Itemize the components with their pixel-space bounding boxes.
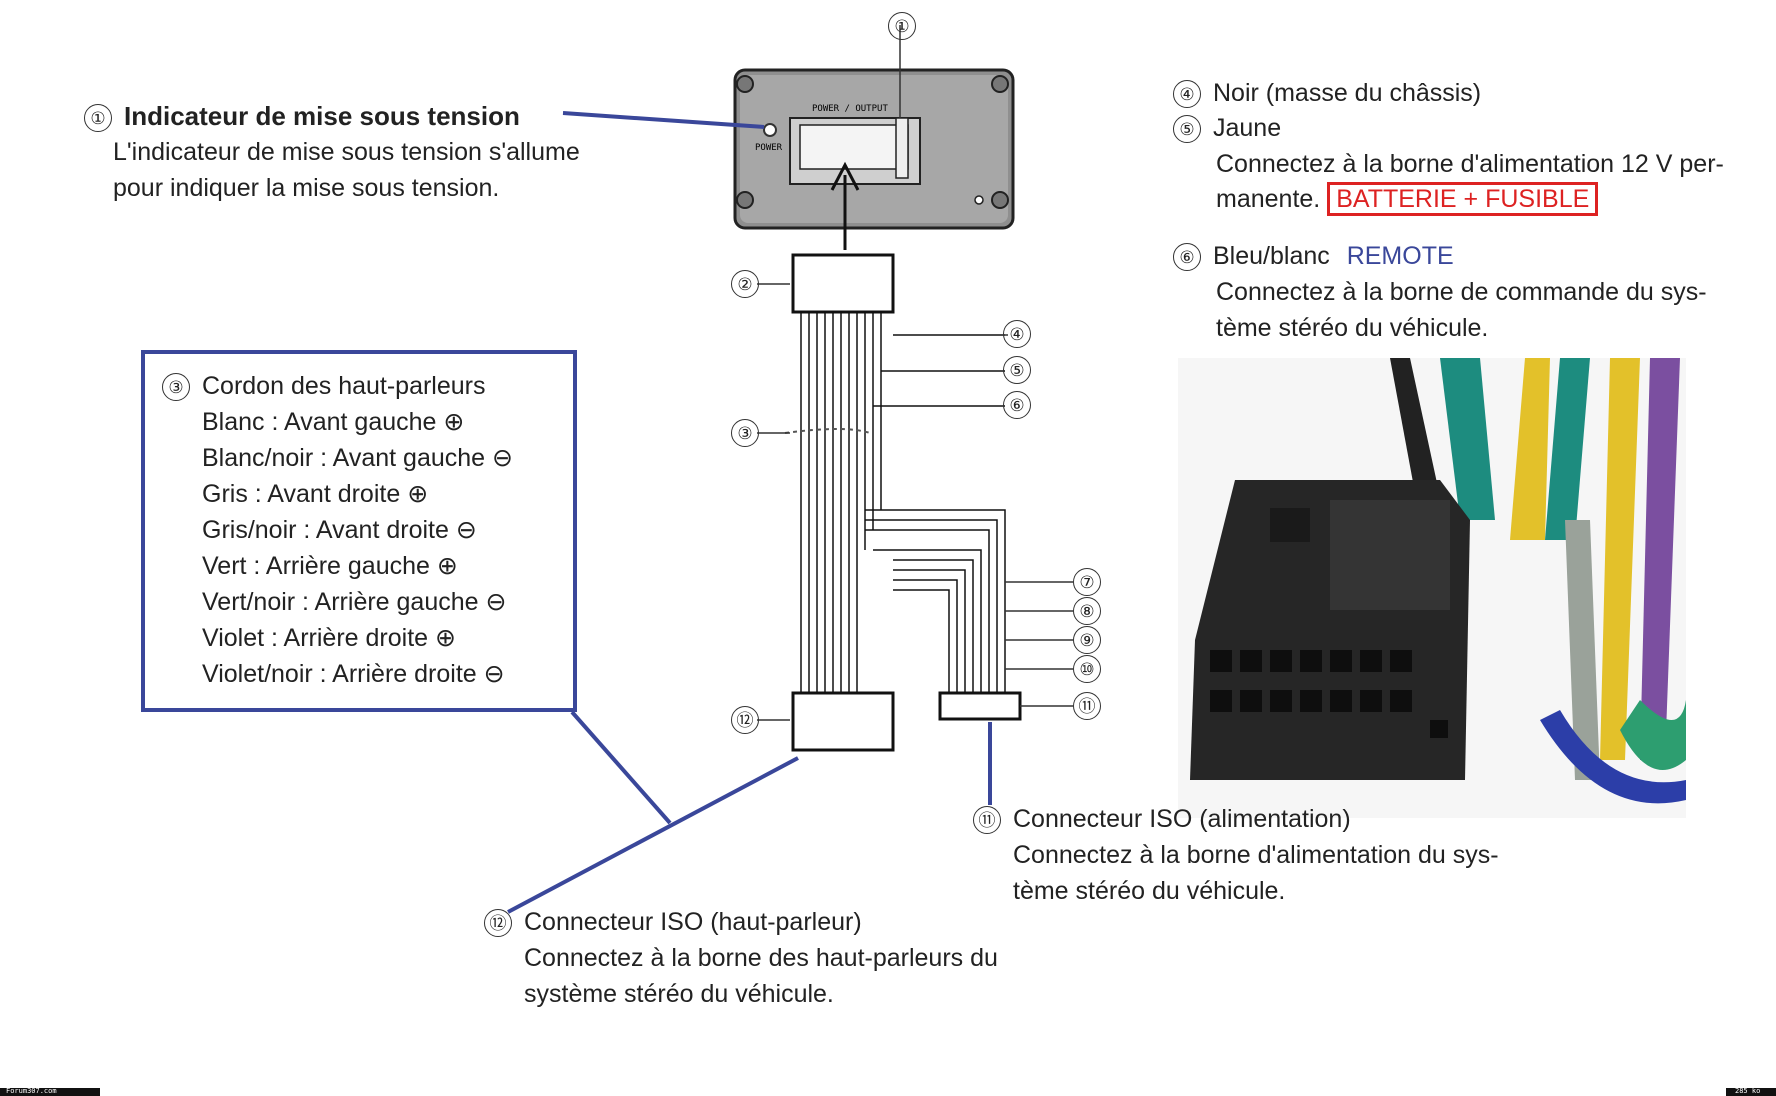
speaker-item: Blanc : Avant gauche ⊕ [202,408,465,436]
blue-annotation-lines [507,111,992,914]
callout-12: ⑫ [731,706,759,734]
footer-right-text: 285 ko [1735,1087,1761,1095]
speaker-item: Violet : Arrière droite ⊕ [202,624,456,652]
wire-blue-desc-2: tème stéréo du véhicule. [1216,314,1489,342]
callout-2: ② [731,270,759,298]
power-indicator-heading: ① Indicateur de mise sous tension [84,98,520,135]
iso-speaker-title: Connecteur ISO (haut-parleur) [524,908,862,936]
speaker-item: Vert : Arrière gauche ⊕ [202,552,458,580]
power-number: ① [84,104,112,133]
wire-5-number: ⑤ [1173,115,1201,144]
speaker-item: Gris/noir : Avant droite ⊖ [202,516,477,544]
callout-5: ⑤ [1003,356,1031,384]
iso-speaker-heading: ⑫ Connecteur ISO (haut-parleur) [484,904,862,940]
speaker-heading: ③ Cordon des haut-parleurs [162,368,486,404]
wire-yellow-desc-2: manente. [1216,185,1321,213]
power-title: Indicateur de mise sous tension [124,101,520,131]
amplifier-device [733,68,1015,230]
speaker-list: Blanc : Avant gauche ⊕ Blanc/noir : Avan… [202,404,513,692]
speaker-cable-box [141,350,577,712]
wire-6-number: ⑥ [1173,243,1201,272]
power-desc-2: pour indiquer la mise sous tension. [113,174,500,202]
connector-2 [791,253,895,314]
speaker-item: Vert/noir : Arrière gauche ⊖ [202,588,507,616]
arrow-head [830,161,860,191]
footer-right-bar [1726,1088,1776,1096]
wire-yellow-heading: ⑤ Jaune [1173,110,1281,146]
speaker-item: Violet/noir : Arrière droite ⊖ [202,660,505,688]
callout-4: ④ [1003,320,1031,348]
battery-fuse-label: BATTERIE + FUSIBLE [1327,182,1599,216]
cable-break [784,428,871,434]
callout-8: ⑧ [1073,597,1101,625]
iso-speaker-number: ⑫ [484,909,512,938]
wire-black-heading: ④ Noir (masse du châssis) [1173,75,1481,111]
speaker-title: Cordon des haut-parleurs [202,372,486,400]
callout-6: ⑥ [1003,391,1031,419]
power-label: POWER [755,143,783,153]
device-label: POWER / OUTPUT [812,104,888,114]
connector-photo [1178,358,1686,818]
callout-10: ⑩ [1073,655,1101,683]
wire-black-label: Noir (masse du châssis) [1213,79,1482,107]
power-wire-bundle [865,334,1006,693]
connector-11 [938,691,1022,721]
connector-12 [791,691,895,752]
iso-speaker-desc-1: Connectez à la borne des haut-parleurs d… [524,944,998,972]
iso-power-heading: ⑪ Connecteur ISO (alimentation) [973,801,1351,837]
wire-yellow-label: Jaune [1213,114,1282,142]
remote-label: REMOTE [1346,242,1454,270]
callout-1: ① [888,12,916,40]
wire-yellow-desc-1: Connectez à la borne d'alimentation 12 V… [1216,150,1724,178]
wire-blue-desc-1: Connectez à la borne de commande du sys- [1216,278,1707,306]
wire-yellow-desc-2-row: manente. BATTERIE + FUSIBLE [1216,181,1599,217]
footer-left-text: Forum307.com [6,1087,57,1095]
callout-7: ⑦ [1073,568,1101,596]
wire-4-number: ④ [1173,80,1201,109]
iso-speaker-desc-2: système stéréo du véhicule. [524,980,834,1008]
callout-9: ⑨ [1073,626,1101,654]
speaker-wire-bundle [800,312,882,693]
iso-power-number: ⑪ [973,806,1001,835]
speaker-number: ③ [162,373,190,402]
power-desc-1: L'indicateur de mise sous tension s'allu… [113,138,580,166]
footer-left-bar [0,1088,100,1096]
wire-blue-heading: ⑥ Bleu/blanc REMOTE [1173,238,1454,274]
iso-power-desc-1: Connectez à la borne d'alimentation du s… [1013,841,1499,869]
wire-blue-label: Bleu/blanc [1213,242,1330,270]
callout-11: ⑪ [1073,692,1101,720]
iso-power-desc-2: tème stéréo du véhicule. [1013,877,1286,905]
speaker-item: Gris : Avant droite ⊕ [202,480,429,508]
iso-power-title: Connecteur ISO (alimentation) [1013,805,1351,833]
speaker-item: Blanc/noir : Avant gauche ⊖ [202,444,513,472]
callout-3: ③ [731,419,759,447]
